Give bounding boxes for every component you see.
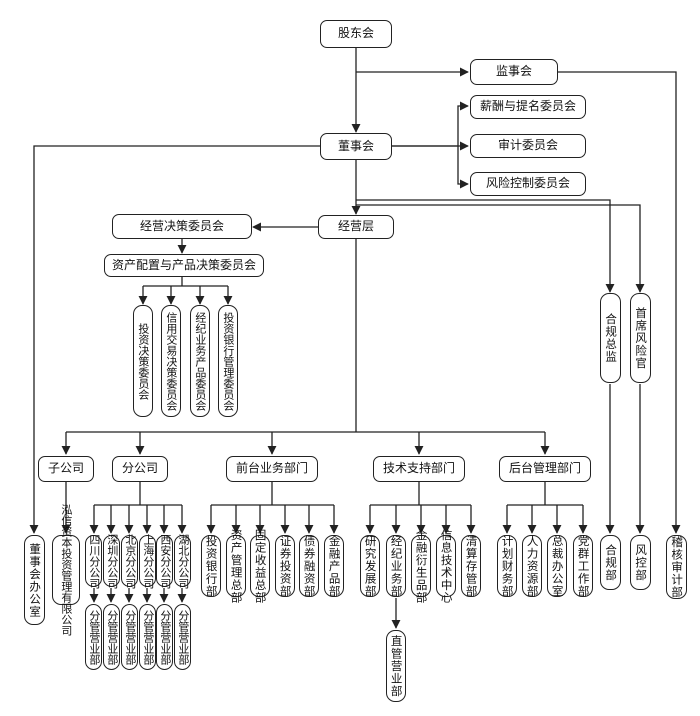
back-finance-node: 计划财务部 <box>497 535 517 597</box>
supervisors-node: 监事会 <box>470 59 558 85</box>
branch-shanghai-node: 上海分公司 <box>139 534 156 589</box>
front-asset-mgmt-node: 资产管理总部 <box>226 529 246 604</box>
front-securities-invest-node: 证券投资部 <box>275 535 295 597</box>
back-hr-node: 人力资源部 <box>522 535 542 597</box>
branch-sales-node-5: 分管营业部 <box>156 604 173 670</box>
brokerage-product-committee-node: 经纪业务产品委员会 <box>190 305 210 417</box>
audit-dept-node: 稽核审计部 <box>666 535 687 599</box>
branch-sales-node-6: 分管营业部 <box>174 604 191 670</box>
branch-sales-node-4: 分管营业部 <box>139 604 156 670</box>
direct-sales-node: 直管营业部 <box>386 630 406 702</box>
branch-xian-node: 西安分公司 <box>156 534 173 589</box>
chief-risk-officer-node: 首席风险官 <box>630 293 651 383</box>
back-party-work-node: 党群工作部 <box>573 535 593 597</box>
tech-it-center-node: 信息技术中心 <box>436 529 456 604</box>
audit-committee-node: 审计委员会 <box>470 134 586 158</box>
tech-clearing-node: 清算存管部 <box>461 535 481 597</box>
branch-sales-node-3: 分管营业部 <box>121 604 138 670</box>
risk-dept-node: 风控部 <box>630 535 651 590</box>
compliance-director-node: 合规总监 <box>600 293 621 383</box>
shareholders-node: 股东会 <box>320 20 392 48</box>
tech-research-node: 研究发展部 <box>360 535 380 597</box>
board-node: 董事会 <box>320 133 392 160</box>
credit-trading-committee-node: 信用交易决策委员会 <box>161 305 181 417</box>
tech-derivatives-node: 金融衍生品部 <box>411 529 431 604</box>
hongxin-capital-node: 泓信资本投资管理有限公司 <box>52 504 80 636</box>
subsidiary-group-node: 子公司 <box>38 456 94 482</box>
risk-committee-node: 风险控制委员会 <box>470 172 586 196</box>
branch-beijing-node: 北京分公司 <box>121 534 138 589</box>
back-office-group-node: 后台管理部门 <box>499 456 591 482</box>
tech-support-group-node: 技术支持部门 <box>373 456 465 482</box>
branch-group-node: 分公司 <box>112 456 168 482</box>
front-ib-node: 投资银行部 <box>201 535 221 597</box>
back-president-office-node: 总裁办公室 <box>547 535 567 597</box>
compliance-dept-node: 合规部 <box>600 535 621 590</box>
branch-sales-node-1: 分管营业部 <box>85 604 102 670</box>
front-fixed-income-node: 固定收益总部 <box>250 529 270 604</box>
branch-hubei-node: 湖北分公司 <box>174 534 191 589</box>
branch-sales-node-2: 分管营业部 <box>103 604 120 670</box>
compensation-committee-node: 薪酬与提名委员会 <box>470 95 586 119</box>
tech-brokerage-node: 经纪业务部 <box>386 535 406 597</box>
board-office-node: 董事会办公室 <box>24 535 45 625</box>
branch-sichuan-node: 四川分公司 <box>85 534 102 589</box>
front-bond-finance-node: 债券融资部 <box>299 535 319 597</box>
management-node: 经营层 <box>318 215 394 239</box>
branch-shenzhen-node: 深圳分公司 <box>103 534 120 589</box>
allocation-committee-node: 资产配置与产品决策委员会 <box>104 254 264 277</box>
front-financial-products-node: 金融产品部 <box>324 535 344 597</box>
front-office-group-node: 前台业务部门 <box>226 456 318 482</box>
investment-banking-committee-node: 投资银行管理委员会 <box>218 305 238 417</box>
investment-decision-committee-node: 投资决策委员会 <box>133 305 153 417</box>
decision-committee-node: 经营决策委员会 <box>112 214 252 239</box>
